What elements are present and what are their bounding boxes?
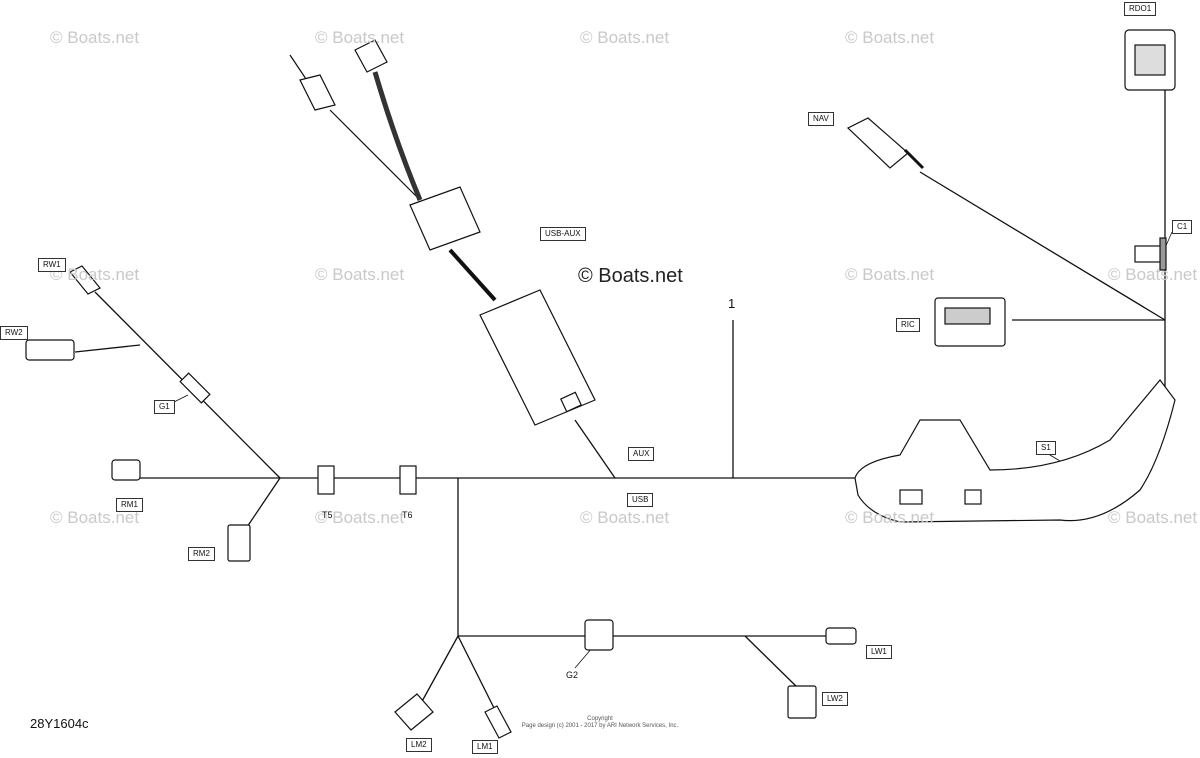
copyright-notice: Copyright Page design (c) 2001 - 2017 by…	[505, 716, 695, 730]
g2-grommet	[584, 619, 614, 651]
watermark: © Boats.net	[50, 28, 140, 47]
label-rdo1: RDO1	[1124, 2, 1157, 16]
g1-grommet	[179, 372, 211, 404]
watermark: © Boats.net	[50, 265, 140, 284]
t5-clip	[317, 465, 335, 495]
copyright-line1: Copyright	[587, 716, 613, 722]
watermark: © Boats.net	[845, 28, 935, 47]
label-lw2: LW2	[822, 692, 848, 706]
c1-clip	[1134, 237, 1167, 271]
label-t6: T6	[402, 510, 413, 520]
label-s1: S1	[1036, 441, 1056, 455]
watermark: © Boats.net	[1108, 508, 1198, 527]
watermark: © Boats.net	[315, 508, 405, 527]
label-nav: NAV	[808, 112, 834, 126]
ric-connector	[934, 297, 1006, 347]
watermark: © Boats.net	[1108, 265, 1198, 284]
label-usb-aux: USB-AUX	[540, 227, 586, 241]
lm1-connector	[484, 705, 512, 739]
nav-connector	[846, 117, 925, 170]
label-g2: G2	[566, 670, 579, 680]
rw2-connector	[25, 339, 75, 361]
label-t5: T5	[322, 510, 333, 520]
label-lm2: LM2	[406, 738, 432, 752]
harness-wires	[74, 90, 1173, 711]
label-lw1: LW1	[866, 645, 892, 659]
watermark: © Boats.net	[845, 265, 935, 284]
watermark: © Boats.net	[315, 265, 405, 284]
watermark: © Boats.net	[580, 508, 670, 527]
copyright-line2: Page design (c) 2001 - 2017 by ARI Netwo…	[521, 723, 679, 729]
rw1-connector	[69, 265, 101, 295]
label-rw1: RW1	[38, 258, 66, 272]
t6-clip	[399, 465, 417, 495]
label-g1: G1	[154, 400, 175, 414]
main-watermark: © Boats.net	[578, 265, 683, 287]
watermark: © Boats.net	[845, 508, 935, 527]
label-rm1: RM1	[116, 498, 143, 512]
s1-sheath	[854, 379, 1176, 523]
lw2-connector	[787, 685, 817, 719]
label-c1: C1	[1172, 220, 1193, 234]
rm2-connector	[227, 524, 251, 562]
watermark: © Boats.net	[50, 508, 140, 527]
drawing-id: 28Y1604c	[30, 716, 89, 731]
label-rm2: RM2	[188, 547, 215, 561]
lm2-connector	[394, 693, 434, 731]
watermark: © Boats.net	[315, 28, 405, 47]
rdo1-connector	[1124, 29, 1176, 91]
usb-aux-assembly	[289, 39, 596, 426]
item-number: 1	[728, 296, 736, 311]
label-rw2: RW2	[0, 326, 28, 340]
watermark: © Boats.net	[580, 28, 670, 47]
lw1-connector	[825, 627, 857, 645]
label-usb: USB	[627, 493, 654, 507]
label-lm1: LM1	[472, 740, 498, 754]
rm1-connector	[111, 459, 141, 481]
label-ric: RIC	[896, 318, 920, 332]
label-aux: AUX	[628, 447, 655, 461]
